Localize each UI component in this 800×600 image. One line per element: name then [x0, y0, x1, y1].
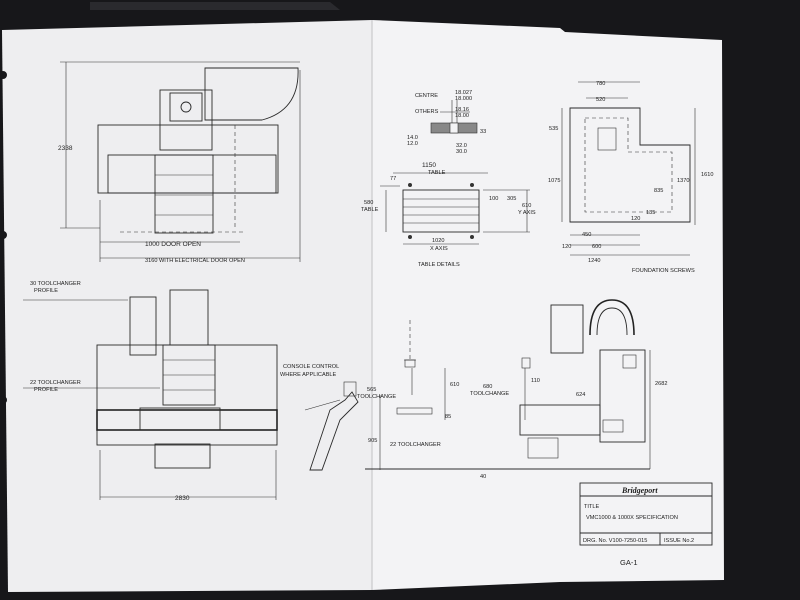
binder-hole [0, 71, 7, 79]
plan-height-dim: 2338 [58, 145, 73, 152]
front-view [23, 289, 278, 500]
foundation-top-dim-2: 520 [596, 97, 605, 103]
side-dim-905: 905 [368, 438, 377, 444]
table-width-dim: 580 [364, 200, 373, 206]
drawing-number: DRG. No. V100-7250-015 [583, 538, 647, 544]
side-dim-680: 680 [483, 384, 492, 390]
console-control-line1: CONSOLE CONTROL [283, 364, 339, 370]
foundation-caption: FOUNDATION SCREWS [632, 268, 695, 274]
side-dim-110: 110 [531, 378, 540, 384]
toolchange-label-2: TOOLCHANGE [470, 391, 509, 397]
section-left-value-1: 14.0 [407, 135, 418, 141]
y-axis-label: Y AXIS [518, 210, 536, 216]
centre-label: CENTRE [415, 93, 438, 99]
side-dim-624: 624 [576, 392, 585, 398]
side-dim-565: 565 [367, 387, 376, 393]
door-open-dim: 1000 DOOR OPEN [145, 241, 201, 248]
foundation-bottom-dim-1: 450 [582, 232, 591, 238]
title-value: VMC1000 & 1000X SPECIFICATION [586, 515, 678, 521]
foundation-right-dim-3: 835 [654, 188, 663, 194]
t-slot-section [430, 100, 478, 134]
toolchanger-22-label-line1: 22 TOOLCHANGER [30, 380, 81, 386]
others-label: OTHERS [415, 109, 439, 115]
table-dim-305: 305 [507, 196, 516, 202]
side-dim-85: 85 [445, 414, 451, 420]
section-right-value: 33 [480, 129, 486, 135]
brand-logo: Bridgeport [621, 486, 658, 495]
foundation-drawing [561, 81, 696, 256]
binder-hole [0, 396, 7, 404]
issue-number: ISSUE No.2 [664, 538, 694, 544]
toolchanger-30-label-line2: PROFILE [34, 288, 58, 294]
table-length-dim: 1150 [422, 162, 436, 169]
foundation-bottom-dim-3: 600 [592, 244, 601, 250]
side-dim-40: 40 [480, 474, 486, 480]
electrical-door-dim: 3160 WITH ELECTRICAL DOOR OPEN [145, 258, 245, 264]
foundation-right-dim-2: 1370 [677, 178, 689, 184]
paper-sheet [0, 20, 724, 592]
foundation-left-dim-2: 1075 [548, 178, 560, 184]
table-width-label: TABLE [361, 207, 379, 213]
section-left-value-2: 12.0 [407, 141, 418, 147]
centre-value-1: 18.027 [455, 90, 472, 96]
side-view [365, 299, 651, 470]
table-left-dim: 77 [390, 176, 396, 182]
foundation-top-dim-1: 780 [596, 81, 605, 87]
foundation-left-dim-1: 535 [549, 126, 558, 132]
table-details-caption: TABLE DETAILS [418, 262, 460, 268]
y-axis-dim: 610 [522, 203, 531, 209]
others-value-2: 18.00 [455, 113, 469, 119]
console-control-line2: WHERE APPLICABLE [280, 372, 337, 378]
foundation-inner-dim: 120 [631, 216, 640, 222]
side-toolchanger-22: 22 TOOLCHANGER [390, 442, 441, 448]
toolchanger-22-label-line2: PROFILE [34, 387, 58, 393]
table-dim-100: 100 [489, 196, 498, 202]
side-dim-610: 610 [450, 382, 459, 388]
sheet-label: GA-1 [620, 558, 638, 567]
others-value-1: 18.16 [455, 107, 469, 113]
console-control-drawing [304, 381, 359, 471]
toolchanger-30-label-line1: 30 TOOLCHANGER [30, 281, 81, 287]
section-bottom-value-2: 30.0 [456, 149, 467, 155]
front-width-dim: 2830 [175, 495, 190, 502]
title-label: TITLE [584, 504, 599, 510]
x-axis-label: X AXIS [430, 246, 448, 252]
table-length-label: TABLE [428, 170, 446, 176]
toolchange-label-1: TOOLCHANGE [357, 394, 396, 400]
binder-hole [0, 231, 7, 239]
section-bottom-value-1: 32.0 [456, 143, 467, 149]
side-height-dim: 2682 [655, 381, 667, 387]
foundation-right-dim-4: 135 [646, 210, 655, 216]
centre-value-2: 18.000 [455, 96, 472, 102]
x-axis-dim: 1020 [432, 238, 444, 244]
table-details-drawing [380, 172, 530, 245]
foundation-right-dim-1: 1610 [701, 172, 713, 178]
title-block [579, 482, 713, 546]
plan-view [60, 61, 301, 262]
pen-object [90, 2, 340, 10]
foundation-bottom-dim-2: 120 [562, 244, 571, 250]
foundation-bottom-dim-4: 1240 [588, 258, 600, 264]
